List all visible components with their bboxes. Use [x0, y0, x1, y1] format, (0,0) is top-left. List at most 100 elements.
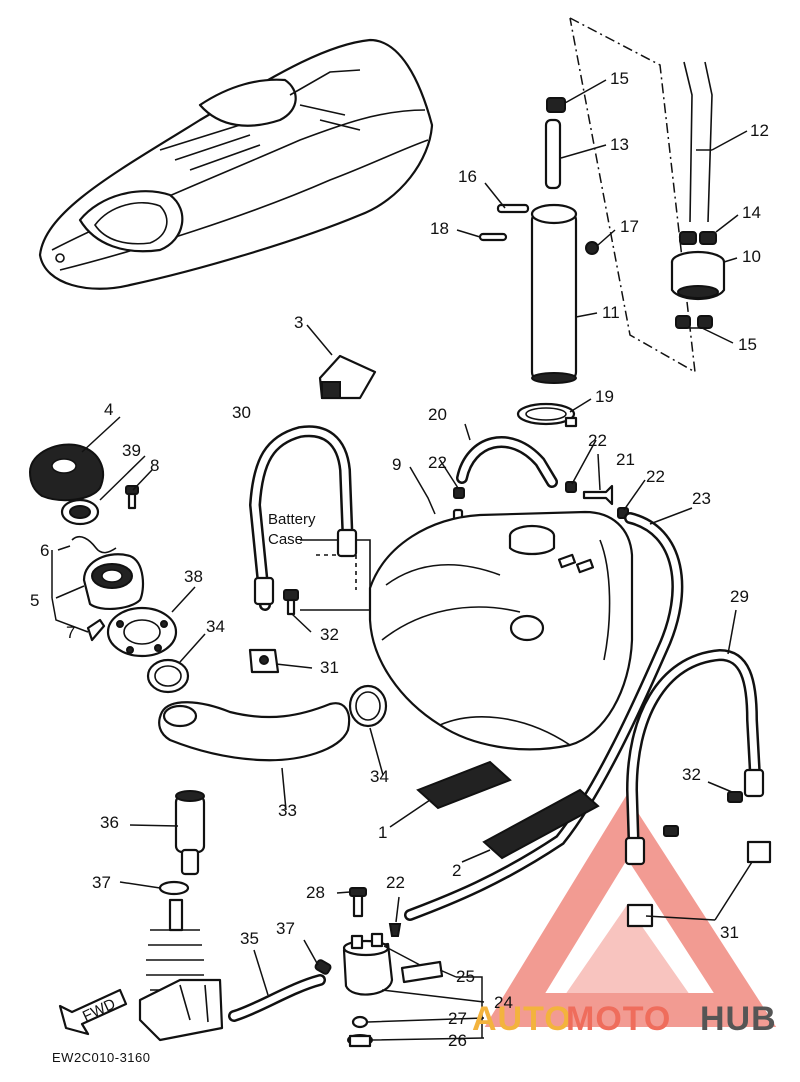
- fuel-tank-part-9: [300, 510, 634, 751]
- clamps-part-14: [679, 231, 717, 245]
- callout-35: 35: [240, 929, 259, 948]
- screw-part-7: [86, 618, 106, 642]
- watermark-hub: HUB: [700, 1000, 777, 1038]
- strap-part-29: [624, 648, 765, 866]
- leader-lines: [51, 79, 753, 1041]
- callout-32-a: 32: [320, 625, 339, 644]
- callout-33: 33: [278, 801, 297, 820]
- callout-22-a: 22: [588, 431, 607, 450]
- damper-part-36: [174, 790, 206, 876]
- filler-hose-part-33: [158, 701, 351, 762]
- callout-39: 39: [122, 441, 141, 460]
- callout-25: 25: [456, 967, 475, 986]
- joint-part-21: [582, 484, 614, 506]
- callout-10: 10: [742, 247, 761, 266]
- callout-27: 27: [448, 1009, 467, 1028]
- pad-part-1: [416, 760, 512, 810]
- clip-part-22-d: [388, 923, 402, 937]
- callout-16: 16: [458, 167, 477, 186]
- screw-part-8: [125, 485, 139, 510]
- filler-cap-part-4: [28, 443, 105, 502]
- clamp-part-34-left: [146, 658, 190, 694]
- clip-part-22-b: [565, 481, 577, 493]
- callout-numbers: 15 13 12 16 18 17 14 10 11 15 3 19 4 30 …: [30, 69, 769, 1050]
- pad-part-2: [482, 788, 600, 860]
- nut-part-17: [585, 241, 599, 255]
- callout-14: 14: [742, 203, 761, 222]
- callout-18: 18: [430, 219, 449, 238]
- check-valve-part-10: [670, 250, 726, 300]
- callout-20: 20: [428, 405, 447, 424]
- drawing-code: EW2C010-3160: [52, 1050, 151, 1065]
- callout-24: 24: [494, 993, 513, 1012]
- oring-part-27: [351, 1015, 369, 1029]
- bolt-part-28: [349, 887, 367, 918]
- band-part-19: [516, 402, 578, 428]
- fwd-arrow: FWD: [58, 988, 128, 1036]
- callout-23: 23: [692, 489, 711, 508]
- hose-part-35: [228, 974, 326, 1022]
- callout-11: 11: [602, 303, 620, 322]
- callout-4: 4: [104, 400, 113, 419]
- callout-22-d: 22: [386, 873, 405, 892]
- callout-3: 3: [294, 313, 303, 332]
- bolt-part-32-left: [283, 589, 299, 616]
- filler-neck-part-5: [82, 553, 145, 610]
- filler-pipe-part-11: [530, 203, 578, 384]
- watermark-moto: MOTO: [566, 1000, 671, 1038]
- callout-8: 8: [150, 456, 159, 475]
- clip-part-37-top: [158, 880, 190, 896]
- callout-1: 1: [378, 823, 387, 842]
- strap-part-30: [248, 425, 358, 611]
- callout-6: 6: [40, 541, 49, 560]
- nuts-part-15-bottom: [675, 315, 713, 329]
- brackets-part-31-right: [626, 840, 772, 928]
- bolt-part-32-right: [663, 791, 743, 837]
- callout-15: 15: [610, 69, 629, 88]
- callout-7: 7: [66, 623, 75, 642]
- assembly-frame-lines: [569, 17, 696, 374]
- watermark-logo: AUTO MOTO HUB: [472, 1000, 777, 1038]
- clamp-part-34-right: [348, 684, 388, 728]
- spring-assembly: [138, 898, 224, 1042]
- nut-part-15-top: [546, 97, 566, 113]
- callout-17: 17: [620, 217, 639, 236]
- callout-29: 29: [730, 587, 749, 606]
- callout-34-a: 34: [206, 617, 225, 636]
- bracket-part-25: [400, 960, 444, 984]
- callout-34-b: 34: [370, 767, 389, 786]
- breather-tube-part-13: [544, 118, 562, 190]
- bolt-part-16: [496, 203, 530, 214]
- callout-26: 26: [448, 1031, 467, 1050]
- hose-part-23: [404, 512, 684, 921]
- watercraft-hull: [38, 38, 434, 290]
- callout-37-b: 37: [276, 919, 295, 938]
- callout-15-b: 15: [738, 335, 757, 354]
- callout-28: 28: [306, 883, 325, 902]
- battery-case-label-line1: Battery: [268, 511, 316, 528]
- callout-22-b: 22: [428, 453, 447, 472]
- callout-37-a: 37: [92, 873, 111, 892]
- callout-22-c: 22: [646, 467, 665, 486]
- fuel-filter-part-24: [342, 932, 394, 996]
- vent-pipes-part-12: [683, 61, 713, 223]
- callout-2: 2: [452, 861, 461, 880]
- callout-21: 21: [616, 450, 635, 469]
- gasket-part-38: [106, 606, 178, 658]
- callout-19: 19: [595, 387, 614, 406]
- tether-part-6: [71, 535, 117, 554]
- bowl-part-26: [347, 1034, 373, 1048]
- callout-5: 5: [30, 591, 39, 610]
- battery-case-label-line2: Case: [268, 531, 303, 548]
- callout-13: 13: [610, 135, 629, 154]
- callout-12: 12: [750, 121, 769, 140]
- callout-36: 36: [100, 813, 119, 832]
- callout-38: 38: [184, 567, 203, 586]
- gasket-part-39: [60, 498, 100, 526]
- clip-part-37-bottom: [314, 959, 332, 975]
- screw-part-18: [478, 232, 508, 242]
- bracket-part-31-left: [248, 648, 280, 674]
- bracket-part-3: [318, 354, 377, 400]
- callout-9: 9: [392, 455, 401, 474]
